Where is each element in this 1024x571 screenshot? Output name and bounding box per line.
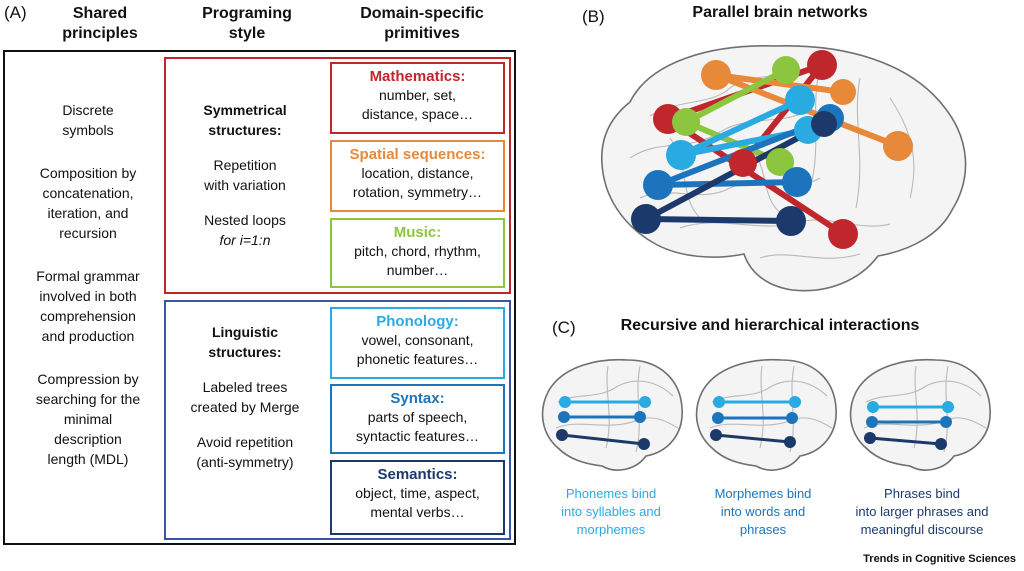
domain-box-spatial-sequences: Spatial sequences: location, distance,ro… [330,140,505,212]
domain-box-semantics: Semantics: object, time, aspect,mental v… [330,460,505,535]
linguistic-structures-text: Linguistic structures: Labeled trees cre… [190,324,300,470]
outer-frame [3,50,516,545]
panel-a-label: (A) [4,3,27,22]
domain-box-music: Music: pitch, chord, rhythm,number… [330,218,505,288]
domain-box-syntax: Syntax: parts of speech,syntactic featur… [330,384,505,454]
brain-network-illustration [600,45,967,292]
mini-brain-morphemes [695,358,837,471]
mini-brain-phrases [849,358,991,471]
symmetrical-structures-frame [164,57,511,294]
domain-box-phonology: Phonology: vowel, consonant,phonetic fea… [330,307,505,379]
panel-c-label: (C) [552,318,576,337]
linguistic-structures-frame [164,300,511,540]
network-nodes [631,50,913,249]
panel-c-title: Recursive and hierarchical interactions [620,317,920,334]
journal-footer: Trends in Cognitive Sciences [863,553,1016,565]
symmetrical-structures-text: Symmetrical structures: Repetition with … [203,102,287,248]
panel-b-title: Parallel brain networks [692,4,868,21]
mini-brain-phonemes [541,358,683,471]
domain-box-mathematics: Mathematics: number, set,distance, space… [330,62,505,134]
panel-b-label: (B) [582,7,605,26]
